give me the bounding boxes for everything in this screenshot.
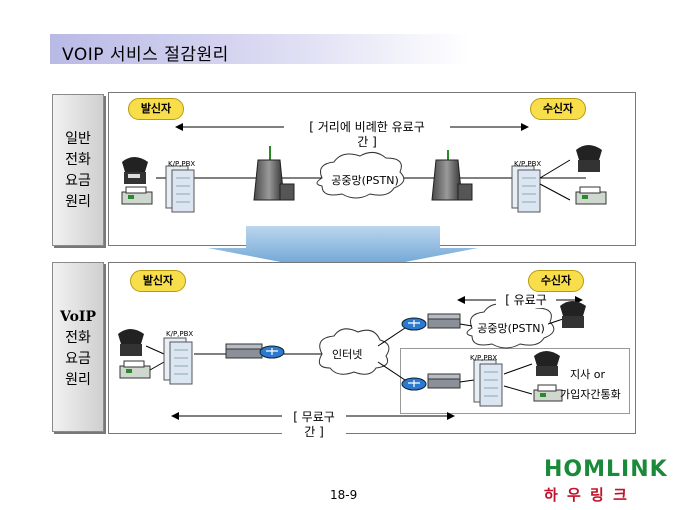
fax-icon-branch bbox=[533, 384, 563, 402]
pbx-label-left-bottom: K/P,PBX bbox=[166, 330, 194, 338]
title-bar bbox=[50, 34, 470, 64]
fax-icon-left-top bbox=[121, 186, 153, 205]
exchange-building-icon-left bbox=[253, 146, 295, 201]
pbx-icon-right-top bbox=[511, 165, 541, 213]
phone-icon-right-top bbox=[576, 145, 602, 172]
router-icon-lower bbox=[401, 377, 427, 391]
pstn-label-bottom: 공중망(PSTN) bbox=[477, 322, 545, 335]
paid-section-label: [ 유료구 bbox=[496, 293, 556, 308]
branch-label-2: 가입자간통화 bbox=[560, 388, 621, 401]
fax-icon-right-top bbox=[575, 186, 607, 205]
phone-icon-left-bottom bbox=[118, 329, 144, 356]
router-icon-left bbox=[259, 345, 285, 359]
page-number: 18-9 bbox=[330, 488, 358, 502]
side-label-general: 일반 전화 요금 원리 bbox=[52, 94, 104, 246]
page-title: VOIP 서비스 절감원리 bbox=[62, 45, 229, 65]
phone-icon-branch bbox=[534, 351, 560, 376]
logo-korean: 하 우 링 크 bbox=[544, 486, 629, 504]
phone-icon-left-top bbox=[122, 157, 148, 184]
router-icon-upper bbox=[401, 317, 427, 331]
exchange-building-icon-right bbox=[431, 146, 473, 201]
homlink-logo: HOMLINK 하 우 링 크 bbox=[544, 458, 672, 508]
pstn-cloud-bottom bbox=[466, 302, 555, 349]
gateway-icon-left bbox=[225, 343, 263, 359]
internet-cloud bbox=[318, 328, 390, 375]
pstn-cloud-top bbox=[316, 152, 405, 199]
voip-call-diagram bbox=[118, 296, 586, 420]
free-section-label: [ 무료구 간 ] bbox=[282, 410, 346, 440]
receiver-badge-top: 수신자 bbox=[530, 98, 586, 120]
side-label-voip: VoIP 전화 요금 원리 bbox=[52, 262, 104, 432]
pbx-label-right-top: K/P,PBX bbox=[514, 160, 542, 168]
distance-label-top: [ 거리에 비례한 유료구 간 ] bbox=[284, 120, 450, 150]
pstn-label-top: 공중망(PSTN) bbox=[331, 174, 399, 187]
gateway-icon-upper bbox=[427, 313, 461, 329]
pbx-icon-left-bottom bbox=[163, 337, 193, 385]
pbx-icon-right-bottom bbox=[473, 359, 503, 407]
phone-icon-right-bottom bbox=[560, 301, 586, 328]
pbx-label-left-top: K/P,PBX bbox=[168, 160, 196, 168]
logo-latin: HOMLINK bbox=[544, 457, 668, 482]
general-call-diagram bbox=[121, 123, 607, 213]
pbx-icon-left-top bbox=[165, 165, 195, 213]
sender-badge-bottom: 발신자 bbox=[130, 270, 186, 292]
branch-label-1: 지사 or bbox=[570, 368, 605, 381]
benefit-arrow bbox=[208, 226, 478, 274]
sender-badge-top: 발신자 bbox=[128, 98, 184, 120]
gateway-icon-lower bbox=[427, 373, 461, 389]
receiver-badge-bottom: 수신자 bbox=[528, 270, 584, 292]
pbx-label-right-bottom: K/P,PBX bbox=[470, 354, 498, 362]
internet-label: 인터넷 bbox=[332, 348, 363, 361]
fax-icon-left-bottom bbox=[119, 360, 151, 379]
